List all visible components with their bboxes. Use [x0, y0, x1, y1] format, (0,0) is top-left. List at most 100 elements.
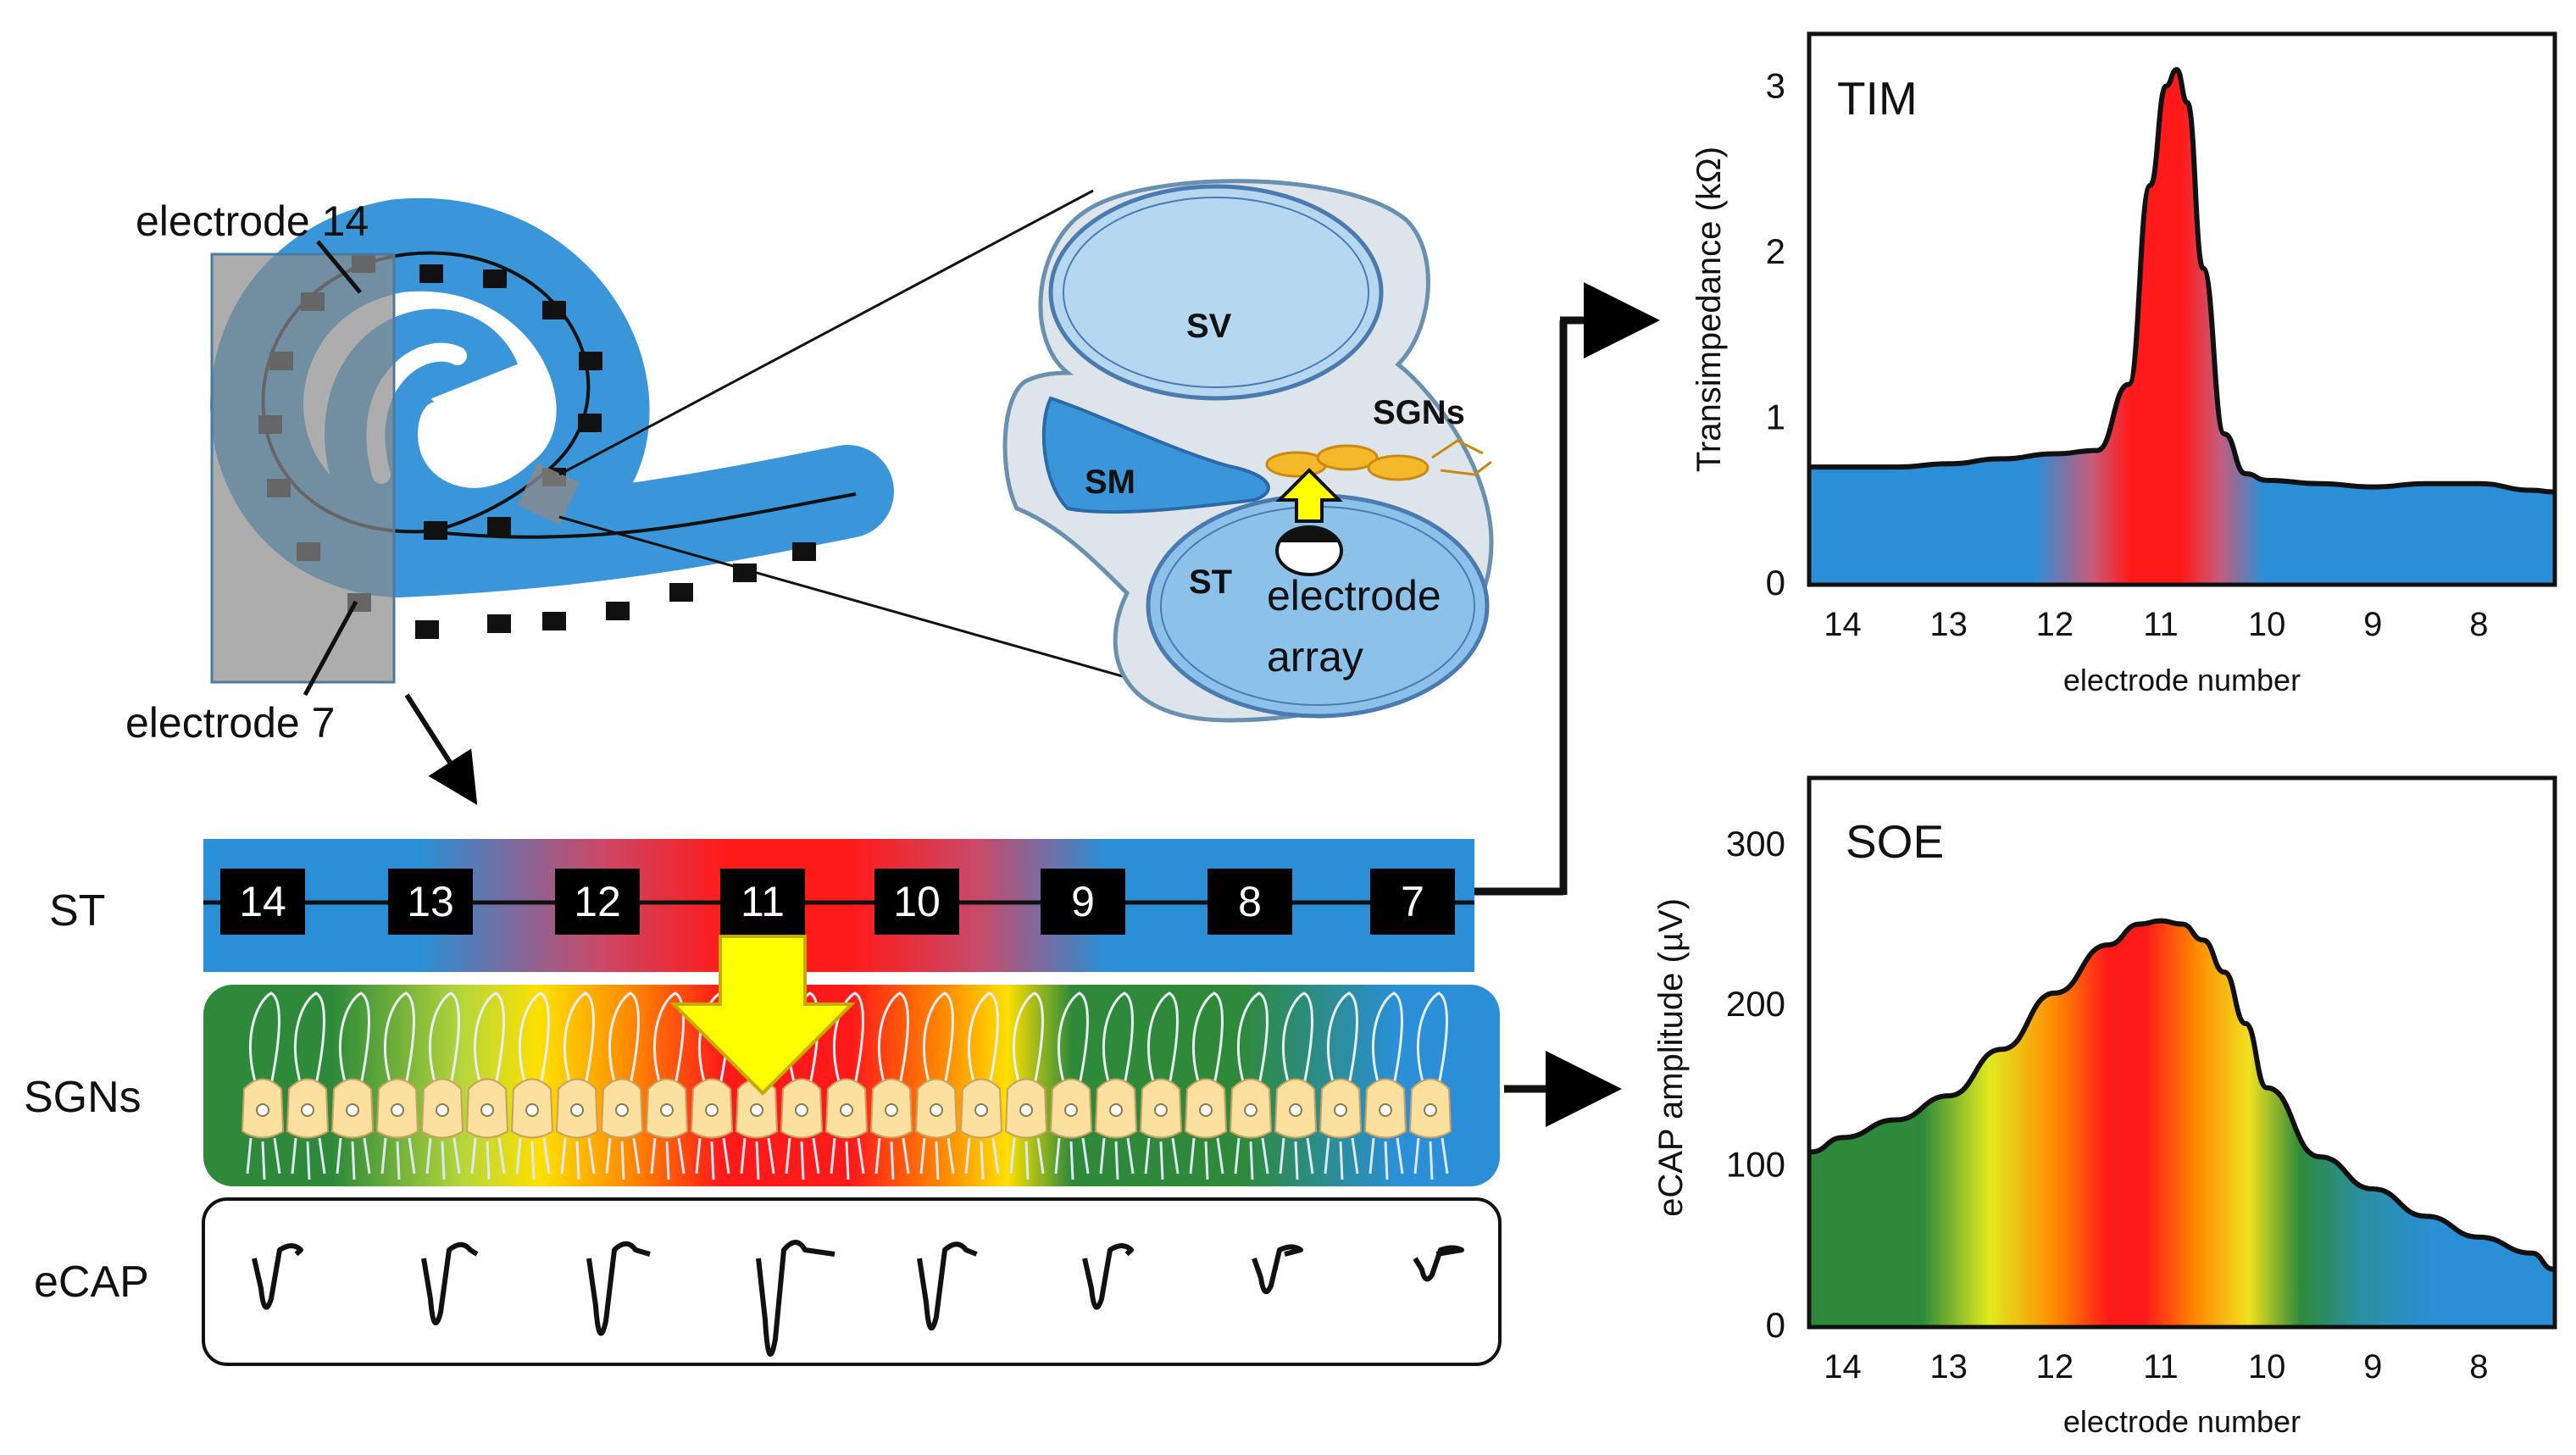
sgn-neuron: [645, 991, 689, 1180]
electrode-boxes: 14 13 12 11 10 9 8 7: [220, 869, 1455, 935]
zoom-line-bottom: [558, 515, 1204, 701]
y-tick-label: 300: [1726, 824, 1785, 864]
y-tick-label: 1: [1766, 397, 1785, 437]
sgn-neuron: [914, 991, 958, 1180]
ecap-waveform: [1252, 1244, 1303, 1295]
ecap-box: [202, 1197, 1502, 1366]
electrode-array-label-line1: electrode: [1267, 572, 1441, 619]
st-row-label: ST: [49, 886, 105, 936]
sgn-neuron: [959, 991, 1003, 1180]
label-top-leader: [316, 240, 362, 294]
tim-x-label: electrode number: [2063, 663, 2301, 697]
y-tick-label: 3: [1766, 66, 1785, 106]
zoom-line-top: [558, 189, 1094, 476]
sgn-neuron: [1229, 991, 1273, 1180]
electrode-contact-cap: [1280, 526, 1339, 542]
sgns-band-group: [203, 935, 1500, 1186]
x-tick-label: 14: [1824, 606, 1862, 643]
ecap-waveform: [917, 1241, 978, 1331]
sgn-activation-arrow: [1275, 468, 1343, 523]
st-electrode-strip: 14 13 12 11 10 9 8 7: [203, 839, 1474, 972]
sgn-neuron: [1363, 991, 1407, 1180]
sgn-neurons: [241, 991, 1452, 1180]
y-tick-label: 2: [1766, 231, 1785, 271]
electrode-array-label-line2: array: [1267, 633, 1363, 680]
tim-line: [1810, 67, 2554, 495]
x-tick-label: 12: [2036, 1348, 2074, 1386]
electrode-number-11: 11: [741, 878, 785, 925]
electrode-14-label: electrode 14: [136, 197, 369, 245]
electrode-box-10: [874, 869, 959, 935]
sv-chamber-inner: [1063, 197, 1369, 388]
x-tick-label: 9: [2363, 1348, 2382, 1386]
electrode-number-9: 9: [1071, 878, 1095, 925]
x-tick-label: 8: [2469, 606, 2488, 643]
x-tick-label: 13: [1929, 1348, 1968, 1386]
electrode-number-12: 12: [574, 878, 621, 925]
soe-x-label: electrode number: [2063, 1404, 2301, 1439]
soe-y-label: eCAP amplitude (µV): [1652, 898, 1690, 1217]
sgn-neuron: [1319, 991, 1363, 1180]
electrode-box-14: [220, 869, 305, 935]
x-tick-label: 14: [1824, 1348, 1862, 1386]
tim-title: TIM: [1837, 72, 1918, 125]
x-tick-label: 13: [1929, 606, 1968, 643]
ecap-row-label: eCAP: [34, 1258, 149, 1307]
sgn-neuron: [1274, 991, 1318, 1180]
sgn-neuron: [1094, 991, 1138, 1180]
cochlea-diagram: electrode 14 electrode 7: [125, 189, 1204, 806]
row-labels: ST SGNs eCAP: [24, 886, 149, 1307]
x-tick-label: 9: [2363, 606, 2382, 643]
sgn-neuron: [420, 991, 464, 1180]
st-label: ST: [1189, 564, 1232, 601]
x-tick-label: 8: [2469, 1348, 2488, 1386]
cross-section-diagram: SV SM ST SGNs electrode array: [1002, 179, 1494, 723]
ecap-box-group: [202, 1197, 1502, 1366]
tim-area: [1811, 69, 2553, 583]
sgn-neuron: [1139, 991, 1183, 1180]
ecap-waveform: [1413, 1245, 1464, 1282]
x-tick-label: 10: [2248, 606, 2286, 643]
sgn-neuron: [510, 991, 554, 1180]
ecap-waveform: [1082, 1243, 1134, 1310]
electrode-box-13: [388, 869, 473, 935]
sm-label: SM: [1085, 464, 1135, 501]
sgn-neuron: [241, 991, 285, 1180]
down-arrow: [404, 693, 478, 806]
y-tick-label: 0: [1766, 1305, 1785, 1345]
electrode-number-7: 7: [1401, 878, 1424, 925]
sgn-neuron: [600, 991, 644, 1180]
sgns-row-label: SGNs: [24, 1073, 142, 1122]
soe-title: SOE: [1846, 815, 1944, 868]
soe-plot-frame: [1807, 775, 2557, 1330]
electrode-7-label: electrode 7: [125, 699, 335, 747]
electrode-box-12: [555, 869, 640, 935]
sgn-neuron: [465, 991, 509, 1180]
electrode-number-10: 10: [893, 878, 941, 925]
ecap-waveform: [421, 1241, 479, 1326]
sgn-neuron: [1004, 991, 1048, 1180]
soe-area: [1811, 920, 2553, 1325]
ecap-waveform: [586, 1241, 651, 1336]
x-tick-label: 11: [2143, 1348, 2179, 1386]
y-tick-label: 100: [1726, 1145, 1785, 1185]
tim-y-label: Transimpedance (kΩ): [1690, 147, 1728, 472]
ecap-waveform: [756, 1240, 836, 1358]
electrode-number-14: 14: [239, 878, 286, 925]
sgn-neuron: [1408, 991, 1452, 1180]
electrode-number-8: 8: [1238, 878, 1262, 925]
sgn-neuron: [330, 991, 375, 1180]
electrode-number-13: 13: [407, 878, 454, 925]
electrode-box-8: [1208, 869, 1292, 935]
sgn-neuron: [286, 991, 330, 1180]
ecap-waveform: [252, 1243, 303, 1310]
electrode-box-7: [1370, 869, 1455, 935]
cross-section-marker: [517, 463, 580, 525]
soe-line: [1810, 918, 2554, 1272]
